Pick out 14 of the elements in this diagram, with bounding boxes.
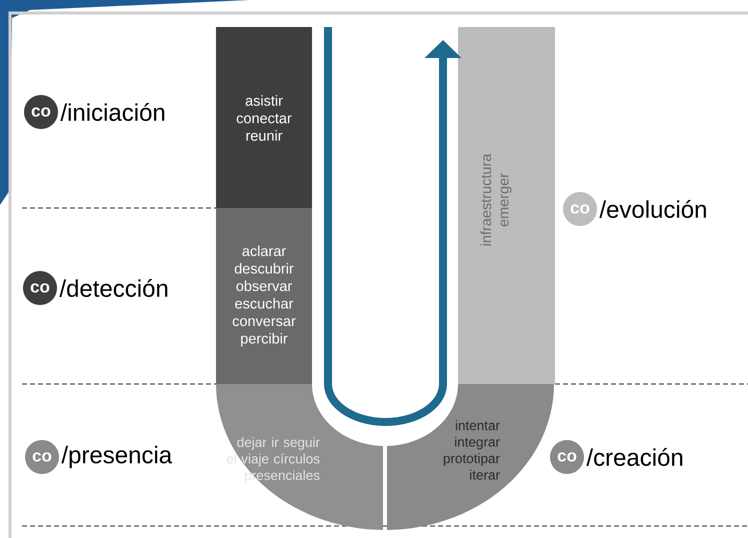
- stage-label: /presencia: [61, 446, 172, 468]
- segment: asistir conectar reunir: [216, 27, 312, 208]
- segment: infraestructura emerger: [458, 27, 555, 384]
- stage-label: /evolución: [599, 200, 706, 218]
- badge: co: [25, 440, 59, 474]
- segment: aclarar descubrir observar escuchar conversar percibir: [216, 208, 312, 384]
- badge: co: [23, 271, 57, 305]
- segment: intentar integrar prototipar iterar: [387, 384, 555, 530]
- stage-label: /detección: [59, 279, 168, 297]
- badge: co: [563, 192, 597, 226]
- stage-label: /iniciación: [60, 103, 164, 121]
- badge: co: [24, 95, 58, 129]
- stage-label: /creación: [586, 448, 682, 466]
- badge: co: [550, 440, 584, 474]
